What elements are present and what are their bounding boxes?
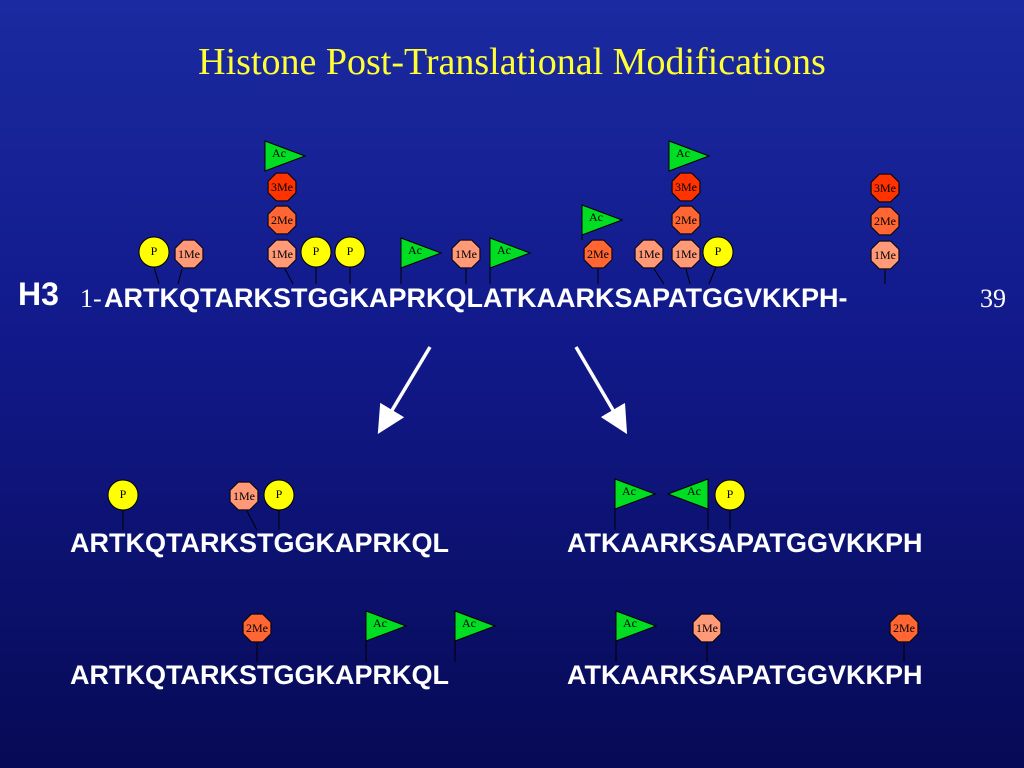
main-sequence: ARTKQTARKSTGGKAPRKQLATKAARKSAPATGGVKKPH- <box>104 283 848 313</box>
mono-methyl-marker-label: 1Me <box>455 247 477 261</box>
phospho-marker-label: P <box>715 244 722 258</box>
acetyl-marker-label: Ac <box>408 243 422 257</box>
fragment-sequence-3: ARTKQTARKSTGGKAPRKQL <box>70 660 449 690</box>
phospho-marker <box>702 236 734 268</box>
acetyl-marker-label: Ac <box>272 146 286 160</box>
mono-methyl-marker <box>174 239 204 269</box>
fragment-sequence-2: ATKAARKSAPATGGVKKPH <box>567 528 923 558</box>
tri-methyl-marker <box>267 172 297 202</box>
di-methyl-marker <box>671 205 701 235</box>
tri-methyl-marker <box>870 173 900 203</box>
tri-methyl-marker-label: 3Me <box>675 180 697 194</box>
page-title: Histone Post-Translational Modifications <box>198 41 826 83</box>
modification-link-line <box>246 510 258 531</box>
mono-methyl-marker-label: 1Me <box>271 247 293 261</box>
tri-methyl-marker <box>671 172 701 202</box>
mono-methyl-marker-label: 1Me <box>233 489 255 503</box>
phospho-marker-label: P <box>151 244 158 258</box>
tri-methyl-marker-label: 3Me <box>271 180 293 194</box>
phospho-marker-label: P <box>120 487 127 501</box>
acetyl-marker <box>614 478 657 510</box>
mono-methyl-marker <box>692 613 722 643</box>
phospho-marker-label: P <box>727 487 734 501</box>
phospho-marker-label: P <box>276 487 283 501</box>
fragment-sequence-4: ATKAARKSAPATGGVKKPH <box>567 660 923 690</box>
modification-link-line <box>284 268 294 285</box>
mono-methyl-marker <box>870 240 900 270</box>
acetyl-marker <box>666 478 709 510</box>
acetyl-marker-label: Ac <box>497 243 511 257</box>
modification-link-line <box>653 268 665 285</box>
acetyl-marker-label: Ac <box>622 484 636 498</box>
acetyl-marker <box>365 610 408 642</box>
cleavage-arrow-right <box>574 346 628 435</box>
di-methyl-marker-label: 2Me <box>874 214 896 228</box>
di-methyl-marker <box>583 239 613 269</box>
mono-methyl-marker <box>451 239 481 269</box>
di-methyl-marker-label: 2Me <box>675 213 697 227</box>
mono-methyl-marker-label: 1Me <box>675 247 697 261</box>
acetyl-marker <box>400 237 443 269</box>
di-methyl-marker <box>242 613 272 643</box>
modification-link-line <box>177 268 183 285</box>
di-methyl-marker-label: 2Me <box>587 247 609 261</box>
sequence-start-label: 1- <box>80 284 102 313</box>
mono-methyl-marker <box>634 239 664 269</box>
di-methyl-marker <box>870 206 900 236</box>
mono-methyl-marker-label: 1Me <box>874 248 896 262</box>
phospho-marker-label: P <box>313 244 320 258</box>
modification-link-line <box>153 266 160 285</box>
acetyl-marker <box>615 610 658 642</box>
acetyl-marker-label: Ac <box>589 210 603 224</box>
sequence-end-label: 39 <box>980 284 1006 313</box>
acetyl-marker <box>454 610 497 642</box>
modification-link-line <box>685 268 691 285</box>
acetyl-marker-label: Ac <box>676 146 690 160</box>
mono-methyl-marker-label: 1Me <box>638 247 660 261</box>
acetyl-marker-label: Ac <box>462 616 476 630</box>
histone-label: H3 <box>18 276 59 312</box>
di-methyl-marker-label: 2Me <box>271 213 293 227</box>
acetyl-marker <box>489 237 532 269</box>
mono-methyl-marker <box>671 239 701 269</box>
mono-methyl-marker-label: 1Me <box>178 247 200 261</box>
di-methyl-marker <box>267 205 297 235</box>
mono-methyl-marker <box>267 239 297 269</box>
mono-methyl-marker <box>229 481 259 511</box>
di-methyl-marker-label: 2Me <box>246 621 268 635</box>
cleavage-arrow-left <box>377 346 432 435</box>
acetyl-marker-label: Ac <box>623 616 637 630</box>
phospho-marker-label: P <box>347 244 354 258</box>
acetyl-marker-label: Ac <box>687 484 701 498</box>
fragment-sequence-1: ARTKQTARKSTGGKAPRKQL <box>70 528 449 558</box>
tri-methyl-marker-label: 3Me <box>874 181 896 195</box>
mono-methyl-marker-label: 1Me <box>696 621 718 635</box>
acetyl-marker-label: Ac <box>373 616 387 630</box>
di-methyl-marker <box>889 613 919 643</box>
modification-link-line <box>708 266 717 285</box>
di-methyl-marker-label: 2Me <box>893 621 915 635</box>
